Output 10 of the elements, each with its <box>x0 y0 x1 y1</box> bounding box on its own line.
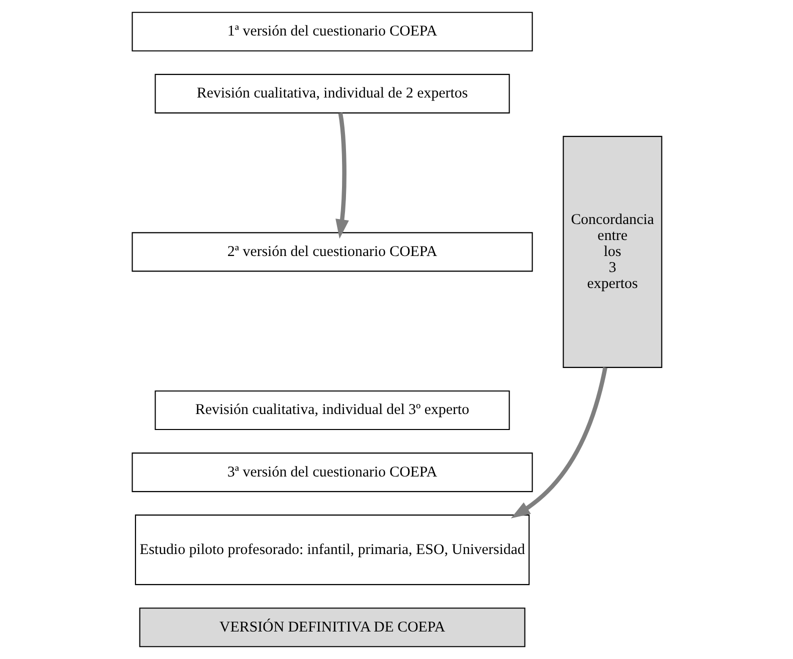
node-box: VERSIÓN DEFINITIVA DE COEPA <box>138 608 525 648</box>
node-box: 1ª versión del cuestionario COEPA <box>131 12 532 52</box>
node-box: Estudio piloto profesorado: infantil, primaria, ESO, Universidad <box>134 514 530 586</box>
arrow <box>510 367 607 518</box>
node-box: 3ª versión del cuestionario COEPA <box>131 452 532 492</box>
node-box: Revisión cualitativa, individual del 3º experto <box>154 390 510 430</box>
arrow <box>335 112 348 239</box>
node-box: Revisión cualitativa, individual de 2 expertos <box>154 74 510 114</box>
node-box: 2ª versión del cuestionario COEPA <box>131 232 532 272</box>
node-box: Concordancia entre los 3 expertos <box>562 136 662 368</box>
